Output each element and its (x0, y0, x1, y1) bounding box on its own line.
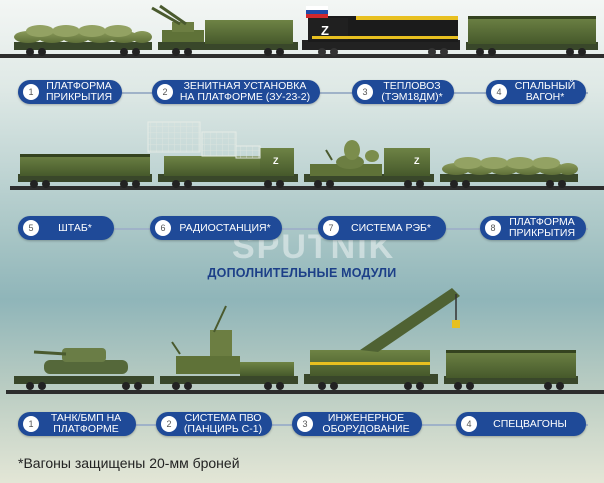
label-text: ИНЖЕНЕРНОЕ ОБОРУДОВАНИЕ (322, 412, 410, 435)
sleeping-car (466, 16, 598, 56)
label-text: ЗЕНИТНАЯ УСТАНОВКА НА ПЛАТФОРМЕ (ЗУ-23-2… (179, 80, 311, 103)
row2-connector (18, 228, 588, 230)
label-text: ПЛАТФОРМА ПРИКРЫТИЯ (45, 80, 113, 103)
label-number: 3 (357, 84, 373, 100)
cover-platform-8 (440, 157, 578, 188)
air-defense-platform (160, 305, 298, 390)
label-text: ПЛАТФОРМА ПРИКРЫТИЯ (508, 216, 576, 239)
label-text: СПЕЦВАГОНЫ (493, 417, 567, 430)
label-text: ТАНК/БМП НА ПЛАТФОРМЕ (50, 412, 122, 435)
label-number: 4 (461, 416, 477, 432)
label-ew-system: 7 СИСТЕМА РЭБ* (318, 216, 446, 240)
row3-rail (6, 390, 604, 394)
label-cover-platform: 1 ПЛАТФОРМА ПРИКРЫТИЯ (18, 80, 122, 104)
label-special-cars: 4 СПЕЦВАГОНЫ (456, 412, 586, 436)
label-text: СПАЛЬНЫЙ ВАГОН* (514, 80, 576, 103)
label-number: 2 (161, 416, 177, 432)
label-text: СИСТЕМА ПВО (ПАНЦИРЬ С-1) (183, 412, 263, 435)
cover-platform-1 (14, 25, 152, 56)
label-number: 1 (23, 416, 39, 432)
label-text: ШТАБ* (58, 221, 92, 234)
label-number: 1 (23, 84, 39, 100)
radio-car-z-mark: Z (273, 156, 279, 166)
label-number: 2 (157, 84, 173, 100)
label-number: 3 (297, 416, 313, 432)
label-hq: 5 ШТАБ* (18, 216, 114, 240)
label-text: РАДИОСТАНЦИЯ* (179, 221, 271, 234)
label-number: 6 (155, 220, 171, 236)
label-air-defense: 2 СИСТЕМА ПВО (ПАНЦИРЬ С-1) (156, 412, 272, 436)
locomotive-z-mark: Z (321, 23, 329, 38)
ew-car-z-mark: Z (414, 156, 420, 166)
footnote: *Вагоны защищены 20-мм броней (18, 455, 240, 471)
label-number: 8 (485, 220, 501, 236)
label-locomotive: 3 ТЕПЛОВОЗ (ТЭМ18ДМ)* (352, 80, 454, 104)
radio-station-car: Z (147, 121, 298, 188)
row1-rail (0, 54, 604, 58)
special-car (444, 350, 578, 390)
label-number: 5 (23, 220, 39, 236)
label-engineering: 3 ИНЖЕНЕРНОЕ ОБОРУДОВАНИЕ (292, 412, 422, 436)
row2-train: Z Z (10, 121, 604, 190)
tank-platform (14, 348, 154, 390)
row1-train: Z (0, 4, 604, 58)
label-radio-station: 6 РАДИОСТАНЦИЯ* (150, 216, 282, 240)
label-cover-platform-8: 8 ПЛАТФОРМА ПРИКРЫТИЯ (480, 216, 586, 240)
locomotive: Z (302, 6, 460, 56)
label-text: ТЕПЛОВОЗ (ТЭМ18ДМ)* (381, 80, 443, 103)
aa-gun-platform (151, 4, 298, 56)
label-aa-gun: 2 ЗЕНИТНАЯ УСТАНОВКА НА ПЛАТФОРМЕ (ЗУ-23… (152, 80, 320, 104)
label-number: 7 (323, 220, 339, 236)
label-tank-platform: 1 ТАНК/БМП НА ПЛАТФОРМЕ (18, 412, 136, 436)
modules-title: ДОПОЛНИТЕЛЬНЫЕ МОДУЛИ (207, 266, 397, 280)
hq-car (18, 154, 152, 188)
label-sleeping-car: 4 СПАЛЬНЫЙ ВАГОН* (486, 80, 586, 104)
row2-rail (10, 186, 604, 190)
label-text: СИСТЕМА РЭБ* (351, 221, 431, 234)
label-number: 4 (491, 84, 507, 100)
ew-system-car: Z (304, 140, 434, 188)
engineering-crane (304, 288, 460, 390)
row3-train (6, 288, 604, 394)
